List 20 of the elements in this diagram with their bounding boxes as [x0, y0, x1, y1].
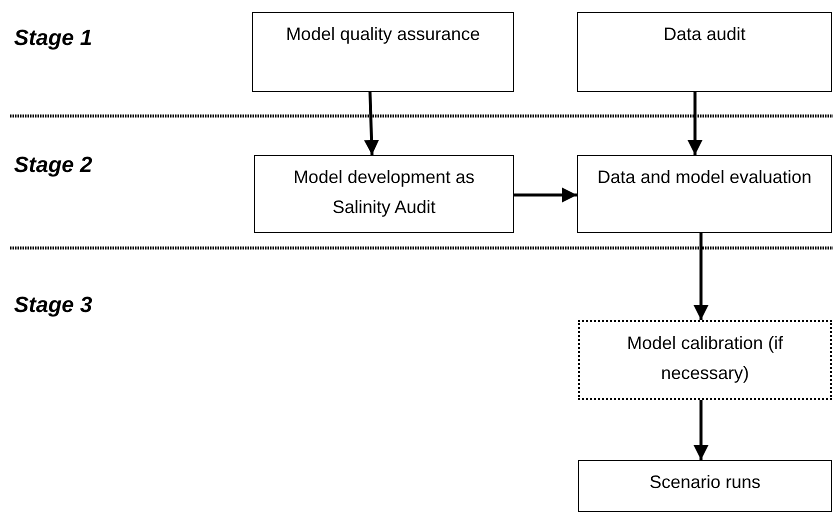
- arrow: [694, 400, 708, 460]
- box-label: Model development as Salinity Audit: [292, 166, 476, 219]
- arrow: [514, 188, 577, 202]
- arrow: [688, 92, 702, 155]
- box-label: Data audit: [663, 23, 746, 46]
- process-box: [254, 155, 514, 233]
- arrow: [694, 233, 708, 320]
- process-box: [577, 12, 832, 92]
- stage-label: Stage 2: [14, 152, 92, 178]
- arrow: [364, 92, 380, 156]
- stage-label: Stage 3: [14, 292, 92, 318]
- process-box: [577, 155, 832, 233]
- box-label: Scenario runs: [649, 471, 761, 494]
- optional-process-box: [578, 320, 832, 400]
- box-label: Model quality assurance: [286, 23, 480, 46]
- box-label: Data and model evaluation: [597, 166, 812, 189]
- process-box: [252, 12, 514, 92]
- box-label: Model calibration (if necessary): [626, 332, 784, 385]
- stage-label: Stage 1: [14, 25, 92, 51]
- process-box: [578, 460, 832, 512]
